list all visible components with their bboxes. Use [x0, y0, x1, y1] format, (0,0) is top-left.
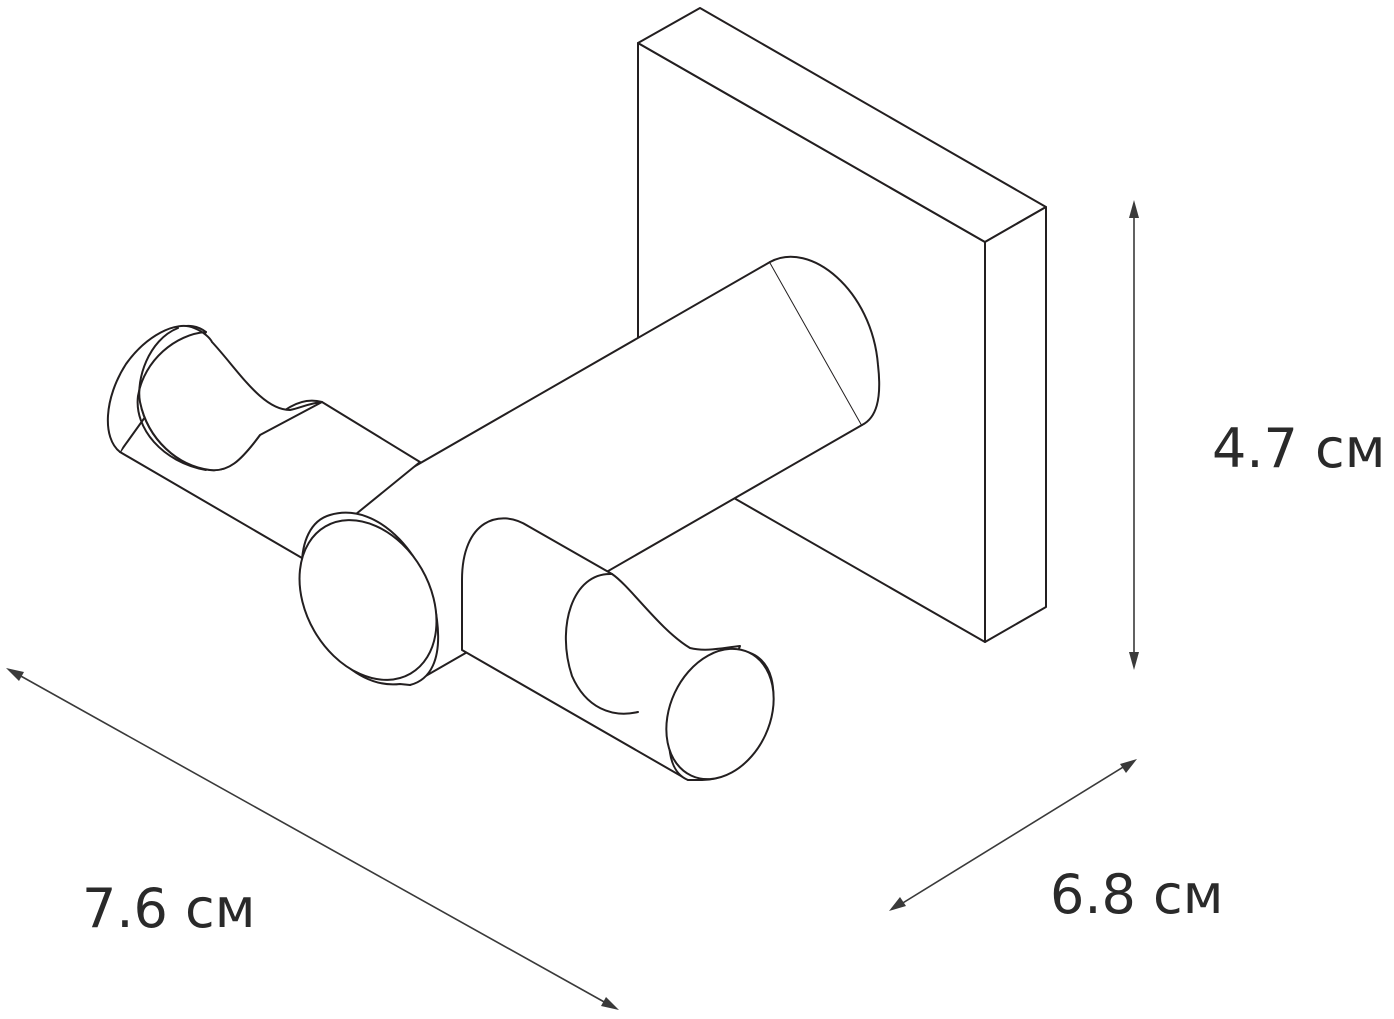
main-bar-front-cap	[298, 511, 440, 686]
width-dimension-label: 7.6 см	[82, 877, 256, 940]
depth-arrow-end	[1120, 759, 1137, 773]
height-dimension	[1129, 200, 1139, 670]
height-arrow-bottom	[1129, 652, 1139, 670]
right-hook-notch	[564, 572, 639, 715]
depth-arrow-start	[889, 897, 906, 911]
depth-dimension	[889, 759, 1137, 911]
right-hook-tip-face	[665, 647, 775, 781]
height-dimension-label: 4.7 см	[1212, 417, 1386, 480]
width-dimension-line	[9, 669, 616, 1009]
wall-plate-side-face	[984, 206, 1047, 643]
left-hook-tip-outer	[106, 324, 323, 472]
width-dimension	[6, 668, 619, 1010]
depth-dimension-label: 6.8 см	[1050, 863, 1224, 926]
height-arrow-top	[1129, 200, 1139, 218]
right-hook	[461, 517, 775, 781]
depth-dimension-line	[892, 760, 1134, 910]
main-bar-back-end	[769, 255, 881, 426]
left-hook-tip-inner	[136, 331, 207, 471]
width-arrow-end	[601, 997, 619, 1010]
width-arrow-start	[6, 668, 24, 681]
front-cap-face	[298, 519, 438, 681]
left-hook	[106, 324, 421, 559]
